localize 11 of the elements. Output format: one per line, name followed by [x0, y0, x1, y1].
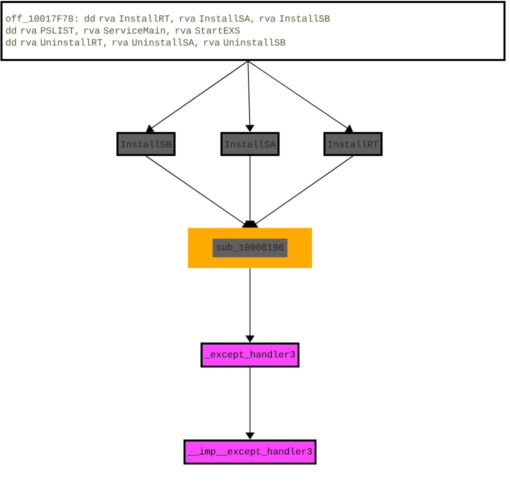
- import-function-box: __imp__except_handler3: [184, 440, 316, 464]
- arrow: [248, 60, 353, 132]
- arrow: [250, 156, 354, 228]
- code-box: off_10017F78: dd rva InstallRT, rva InstallSA, rva InstallSB dd rva PSLIST, rva ServiceMain, rva StartEXS dd rva UninstallRT, rva UninstallSA, rva UninstallSB: [0, 1, 506, 61]
- arrow: [146, 156, 250, 228]
- function-box: InstallSB: [116, 132, 176, 156]
- arrow: [146, 60, 248, 132]
- selected-function-box: sub_10006196: [188, 228, 312, 268]
- import-function-box: _except_handler3: [200, 342, 300, 368]
- function-box: InstallRT: [323, 132, 383, 156]
- function-box: InstallSA: [220, 132, 280, 156]
